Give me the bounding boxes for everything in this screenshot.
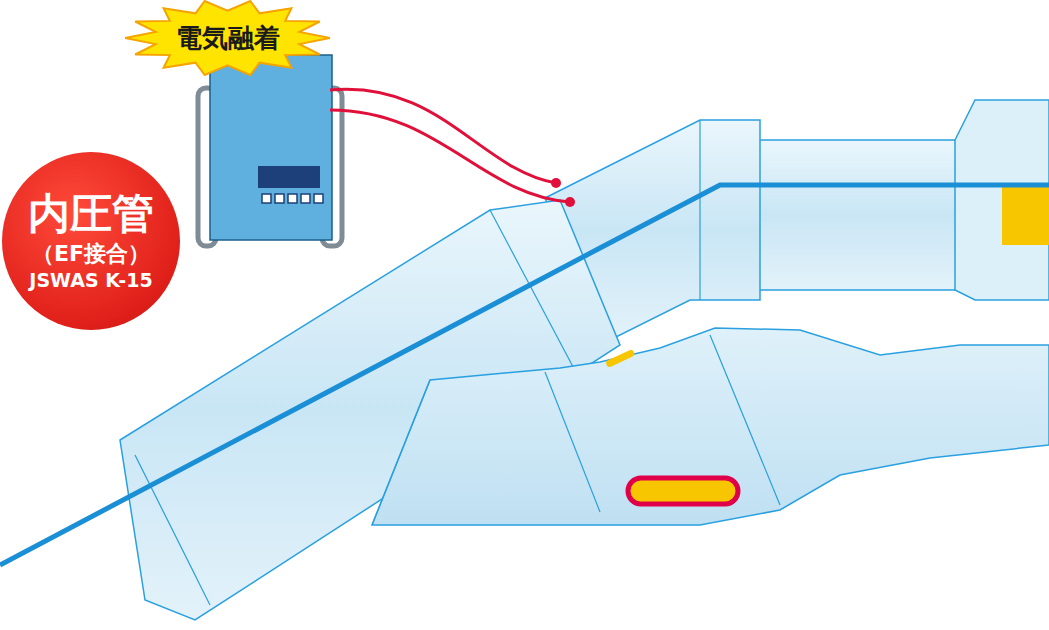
heating-wire <box>628 478 738 504</box>
joint-line <box>699 120 700 300</box>
fusion-zone <box>1002 185 1049 245</box>
terminal <box>565 197 575 207</box>
terminal <box>551 178 561 188</box>
lead-wire <box>330 89 556 183</box>
controller-buttons <box>262 194 323 203</box>
fusion-controller <box>210 55 332 240</box>
starburst-outline <box>125 1 330 75</box>
pipe-bell <box>955 100 1049 300</box>
node-subtext: JSWAS K-15 <box>29 270 152 291</box>
section-edge <box>545 372 600 512</box>
node-heading: 電気融着 <box>176 24 280 53</box>
joint-line <box>490 210 580 380</box>
title-circle: 内圧管 （EF接合） JSWAS K-15 <box>2 152 180 330</box>
spigot-line <box>135 455 210 605</box>
fusion-mark <box>605 349 635 368</box>
lead-wire <box>330 110 570 202</box>
starburst-label: 電気融着 <box>125 0 330 76</box>
node-heading: 内圧管 <box>28 191 154 237</box>
node-subtext: （EF接合） <box>32 242 150 266</box>
section-edge <box>372 380 430 525</box>
controller-display <box>258 166 320 188</box>
section-cutaway <box>372 328 1049 525</box>
